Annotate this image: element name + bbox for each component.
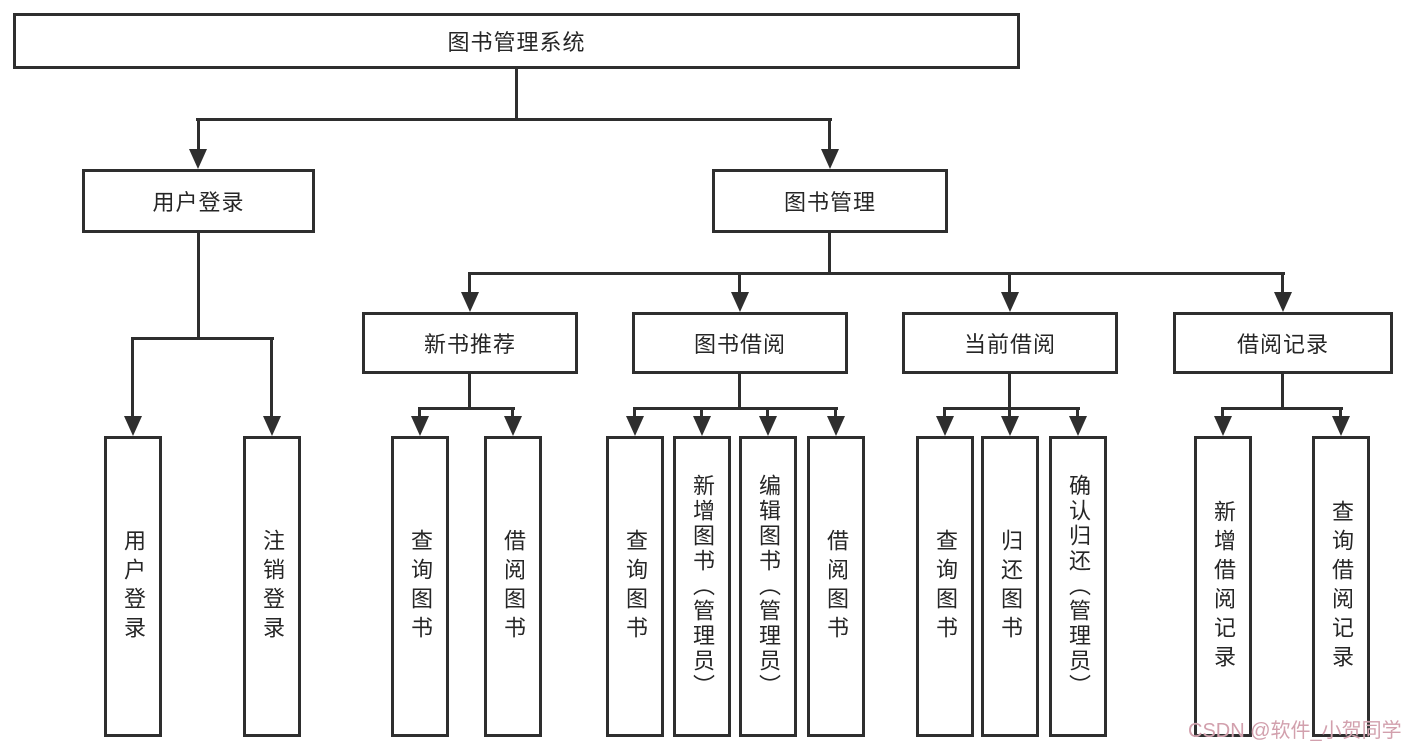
arrow-down-icon — [461, 292, 479, 312]
node-library-system: 图书管理系统 — [13, 13, 1020, 69]
arrow-down-icon — [821, 149, 839, 169]
connector-line — [511, 407, 514, 420]
connector-line — [1339, 407, 1342, 420]
node-current-borrow: 当前借阅 — [902, 312, 1118, 374]
connector-line — [131, 337, 274, 340]
node-borrow-record: 借阅记录 — [1173, 312, 1393, 374]
leaf-add-book-admin: 新增图书（管理员） — [673, 436, 731, 737]
connector-line — [1008, 407, 1011, 420]
connector-line — [633, 407, 636, 420]
node-user-login: 用户登录 — [82, 169, 315, 233]
leaf-query-borrow-record: 查询借阅记录 — [1312, 436, 1370, 737]
connector-line — [196, 118, 832, 121]
leaf-query-book-label: 查询图书 — [623, 528, 648, 645]
arrow-down-icon — [827, 416, 845, 436]
leaf-borrow-book: 借阅图书 — [807, 436, 865, 737]
connector-line — [1281, 374, 1284, 409]
arrow-down-icon — [1069, 416, 1087, 436]
connector-line — [1281, 272, 1284, 294]
arrow-down-icon — [1274, 292, 1292, 312]
arrow-down-icon — [759, 416, 777, 436]
arrow-down-icon — [189, 149, 207, 169]
csdn-watermark: CSDN @软件_小贺同学 — [1188, 720, 1402, 742]
connector-line — [468, 374, 471, 409]
node-book-borrow-label: 图书借阅 — [693, 332, 786, 357]
connector-line — [1008, 374, 1011, 409]
arrow-down-icon — [1001, 292, 1019, 312]
node-current-borrow-label: 当前借阅 — [963, 332, 1056, 357]
connector-line — [1221, 407, 1224, 420]
leaf-edit-book-admin: 编辑图书（管理员） — [739, 436, 797, 737]
leaf-add-book-admin-label: 新增图书（管理员） — [690, 474, 715, 699]
connector-line — [943, 407, 946, 420]
arrow-down-icon — [1001, 416, 1019, 436]
arrow-down-icon — [1332, 416, 1350, 436]
connector-line — [1008, 272, 1011, 294]
node-new-book-recommend-label: 新书推荐 — [423, 332, 516, 357]
connector-line — [270, 337, 273, 418]
connector-line — [1221, 407, 1343, 410]
connector-line — [468, 272, 471, 294]
node-library-system-label: 图书管理系统 — [447, 30, 586, 55]
connector-line — [197, 118, 200, 151]
leaf-confirm-return-admin: 确认归还（管理员） — [1049, 436, 1107, 737]
arrow-down-icon — [626, 416, 644, 436]
leaf-return-book: 归还图书 — [981, 436, 1039, 737]
leaf-logout-label: 注销登录 — [260, 528, 285, 645]
connector-line — [828, 233, 831, 275]
arrow-down-icon — [124, 416, 142, 436]
connector-line — [738, 374, 741, 409]
connector-line — [1076, 407, 1079, 420]
node-book-borrow: 图书借阅 — [632, 312, 848, 374]
connector-line — [943, 407, 1080, 410]
connector-line — [834, 407, 837, 420]
leaf-borrow-book-label: 借阅图书 — [501, 528, 526, 645]
arrow-down-icon — [504, 416, 522, 436]
connector-line — [515, 69, 518, 118]
leaf-borrow-book-label: 借阅图书 — [824, 528, 849, 645]
arrow-down-icon — [693, 416, 711, 436]
connector-line — [197, 233, 200, 339]
connector-line — [418, 407, 515, 410]
connector-line — [766, 407, 769, 420]
connector-line — [418, 407, 421, 420]
connector-line — [468, 272, 1285, 275]
connector-line — [131, 337, 134, 418]
arrow-down-icon — [1214, 416, 1232, 436]
leaf-add-borrow-record: 新增借阅记录 — [1194, 436, 1252, 737]
leaf-add-borrow-record-label: 新增借阅记录 — [1211, 499, 1236, 674]
node-borrow-record-label: 借阅记录 — [1236, 332, 1329, 357]
leaf-query-book-label: 查询图书 — [408, 528, 433, 645]
arrow-down-icon — [263, 416, 281, 436]
leaf-query-borrow-record-label: 查询借阅记录 — [1329, 499, 1354, 674]
connector-line — [738, 272, 741, 294]
leaf-logout: 注销登录 — [243, 436, 301, 737]
node-book-management-label: 图书管理 — [783, 190, 876, 215]
leaf-user-login-label: 用户登录 — [121, 528, 146, 645]
leaf-borrow-book: 借阅图书 — [484, 436, 542, 737]
node-new-book-recommend: 新书推荐 — [362, 312, 578, 374]
connector-line — [828, 118, 831, 151]
arrow-down-icon — [936, 416, 954, 436]
node-user-login-label: 用户登录 — [152, 190, 245, 215]
leaf-query-book: 查询图书 — [606, 436, 664, 737]
arrow-down-icon — [731, 292, 749, 312]
node-book-management: 图书管理 — [712, 169, 948, 233]
leaf-user-login: 用户登录 — [104, 436, 162, 737]
leaf-query-book: 查询图书 — [391, 436, 449, 737]
connector-line — [633, 407, 838, 410]
arrow-down-icon — [411, 416, 429, 436]
leaf-query-book: 查询图书 — [916, 436, 974, 737]
leaf-query-book-label: 查询图书 — [933, 528, 958, 645]
leaf-edit-book-admin-label: 编辑图书（管理员） — [756, 474, 781, 699]
leaf-return-book-label: 归还图书 — [998, 528, 1023, 645]
connector-line — [700, 407, 703, 420]
leaf-confirm-return-admin-label: 确认归还（管理员） — [1066, 474, 1091, 699]
